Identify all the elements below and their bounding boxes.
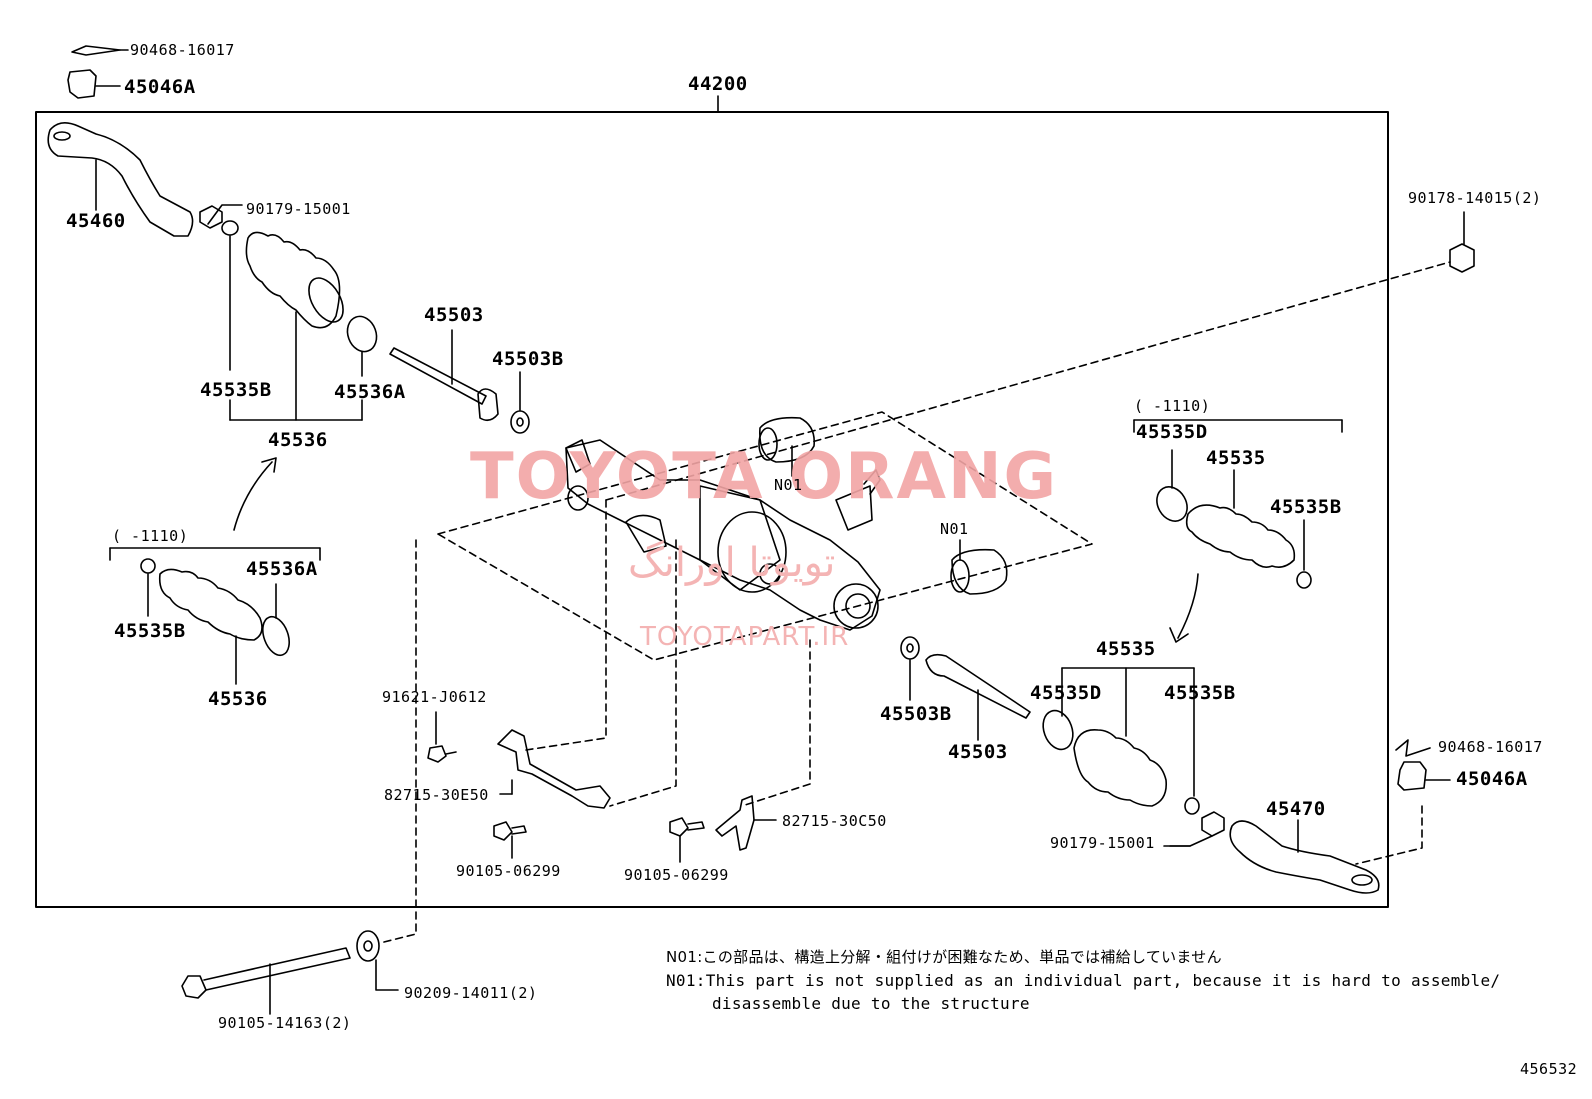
mount-dashed-line xyxy=(605,261,1451,501)
note-english-1: N01:This part is not supplied as an indi… xyxy=(666,971,1501,990)
inner-tie-rod-left-icon xyxy=(389,347,487,405)
label-90179-bot: 90179-15001 xyxy=(1050,834,1155,852)
label-90468-top: 90468-16017 xyxy=(130,41,235,59)
label-45536-l1: 45536 xyxy=(268,429,328,451)
bracket-82715-30c50-icon xyxy=(715,795,755,851)
boot-left-upper-icon xyxy=(245,231,341,329)
range-right: ( -1110) xyxy=(1134,397,1211,415)
label-82715-30e50: 82715-30E50 xyxy=(384,786,489,804)
bushing-n01-upper-icon xyxy=(759,416,816,463)
tie-rod-end-left-icon xyxy=(47,122,194,237)
label-45535b-l2: 45535B xyxy=(114,620,186,642)
bolt-90105-a-icon xyxy=(493,821,513,841)
boot-lower-left-icon xyxy=(158,568,263,641)
label-45503-l: 45503 xyxy=(424,304,484,326)
lock-nut-left-icon xyxy=(199,205,223,229)
label-45536a-l2: 45536A xyxy=(246,558,318,580)
label-45535b-r2: 45535B xyxy=(1164,682,1236,704)
clip-right-upper-icon xyxy=(1296,571,1312,589)
washer-90209-icon xyxy=(356,930,380,962)
arrow-right-icon xyxy=(1177,573,1199,639)
label-82715-30c50: 82715-30C50 xyxy=(782,812,887,830)
range-left: ( -1110) xyxy=(112,527,189,545)
label-90105-b: 90105-06299 xyxy=(624,866,729,884)
clip-right-lower-icon xyxy=(1184,797,1200,815)
label-45046a-bot: 45046A xyxy=(1456,768,1528,790)
label-90468-bot: 90468-16017 xyxy=(1438,738,1543,756)
bracket-82715-30e50-icon xyxy=(497,729,611,809)
rack-housing-icon xyxy=(565,439,881,631)
label-45535b-l1: 45535B xyxy=(200,379,272,401)
washer-right-icon xyxy=(900,636,920,660)
diagram-id: 456532 xyxy=(1520,1060,1578,1078)
tie-rod-end-right-icon xyxy=(1229,820,1380,894)
watermark-url: TOYOTAPART.IR xyxy=(640,622,850,652)
nut-90178-icon xyxy=(1449,243,1475,273)
label-90209: 90209-14011(2) xyxy=(404,984,538,1002)
label-45470: 45470 xyxy=(1266,798,1326,820)
label-45503b-l: 45503B xyxy=(492,348,564,370)
label-45503b-r: 45503B xyxy=(880,703,952,725)
cotter-pin-right-icon xyxy=(1395,739,1431,757)
label-n01-b: N01 xyxy=(940,520,969,538)
label-45535d-r1: 45535D xyxy=(1136,421,1208,443)
cotter-pin-icon xyxy=(71,45,121,56)
band-lower-left-icon xyxy=(262,615,290,657)
clip-left-icon xyxy=(221,220,239,236)
label-45503-r: 45503 xyxy=(948,741,1008,763)
arrow-left-icon xyxy=(233,461,273,531)
label-n01-a: N01 xyxy=(774,476,803,494)
label-90105-long: 90105-14163(2) xyxy=(218,1014,352,1032)
label-90179-top: 90179-15001 xyxy=(246,200,351,218)
label-90105-a: 90105-06299 xyxy=(456,862,561,880)
watermark-brand: TOYOTA ORANG xyxy=(470,440,1059,514)
long-bolt-icon xyxy=(181,975,207,999)
inner-tie-rod-right-icon xyxy=(925,653,1031,719)
watermark-persian: تویوتا اورانگ xyxy=(628,540,836,586)
assembly-label: 44200 xyxy=(688,73,748,95)
note-japanese: N01:この部品は、構造上分解・組付けが困難なため、単品では補給していません xyxy=(666,948,1222,966)
bushing-n01-lower-icon xyxy=(951,548,1008,595)
boot-right-lower-icon xyxy=(1073,729,1168,807)
label-45046a-top: 45046A xyxy=(124,76,196,98)
mount-outline xyxy=(437,411,1093,661)
washer-left-icon xyxy=(510,410,530,434)
castle-nut-icon xyxy=(67,69,97,99)
note-english-2: disassemble due to the structure xyxy=(712,994,1030,1013)
label-45535d-r2: 45535D xyxy=(1030,682,1102,704)
label-45536-l2: 45536 xyxy=(208,688,268,710)
boot-right-upper-icon xyxy=(1185,504,1296,568)
band-right-upper-icon xyxy=(1156,486,1188,522)
label-45535-r1: 45535 xyxy=(1206,447,1266,469)
label-45535-r2: 45535 xyxy=(1096,638,1156,660)
bolt-91621-icon xyxy=(427,745,447,763)
castle-nut-right-icon xyxy=(1397,761,1427,791)
bolt-90105-b-icon xyxy=(669,817,689,837)
clip-lower-left-icon xyxy=(140,558,156,574)
label-91621: 91621-J0612 xyxy=(382,688,487,706)
band-right-lower-icon xyxy=(1042,709,1074,751)
assembly-frame xyxy=(35,111,1389,908)
label-45460: 45460 xyxy=(66,210,126,232)
label-45536a-l1: 45536A xyxy=(334,381,406,403)
lock-nut-right-icon xyxy=(1201,811,1225,837)
label-90178: 90178-14015(2) xyxy=(1408,189,1542,207)
label-45535b-r1: 45535B xyxy=(1270,496,1342,518)
band-left-icon xyxy=(346,315,378,353)
